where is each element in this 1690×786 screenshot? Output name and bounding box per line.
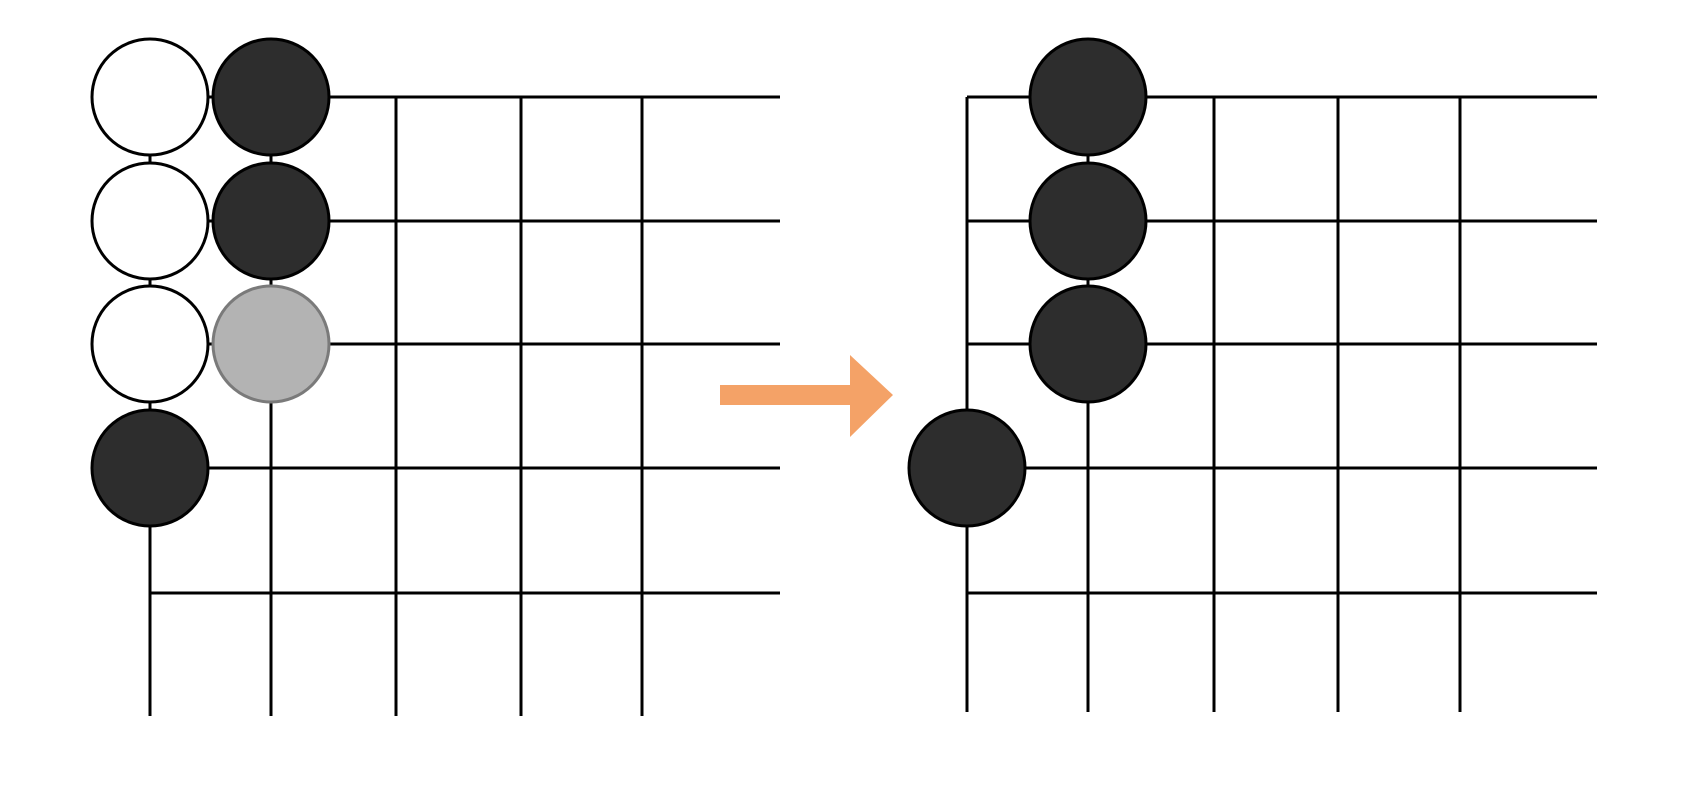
black-stone (907, 408, 1027, 528)
board-after (907, 37, 1597, 712)
black-stone (1028, 37, 1148, 157)
board-before (90, 37, 780, 716)
black-stone (1028, 161, 1148, 281)
black-stone (90, 408, 210, 528)
gray-stone (211, 284, 331, 404)
black-stone (211, 37, 331, 157)
black-stone (1028, 284, 1148, 404)
white-stone (90, 161, 210, 281)
white-stone (90, 284, 210, 404)
black-stone (211, 161, 331, 281)
white-stone (90, 37, 210, 157)
arrow-right-icon (720, 355, 893, 437)
